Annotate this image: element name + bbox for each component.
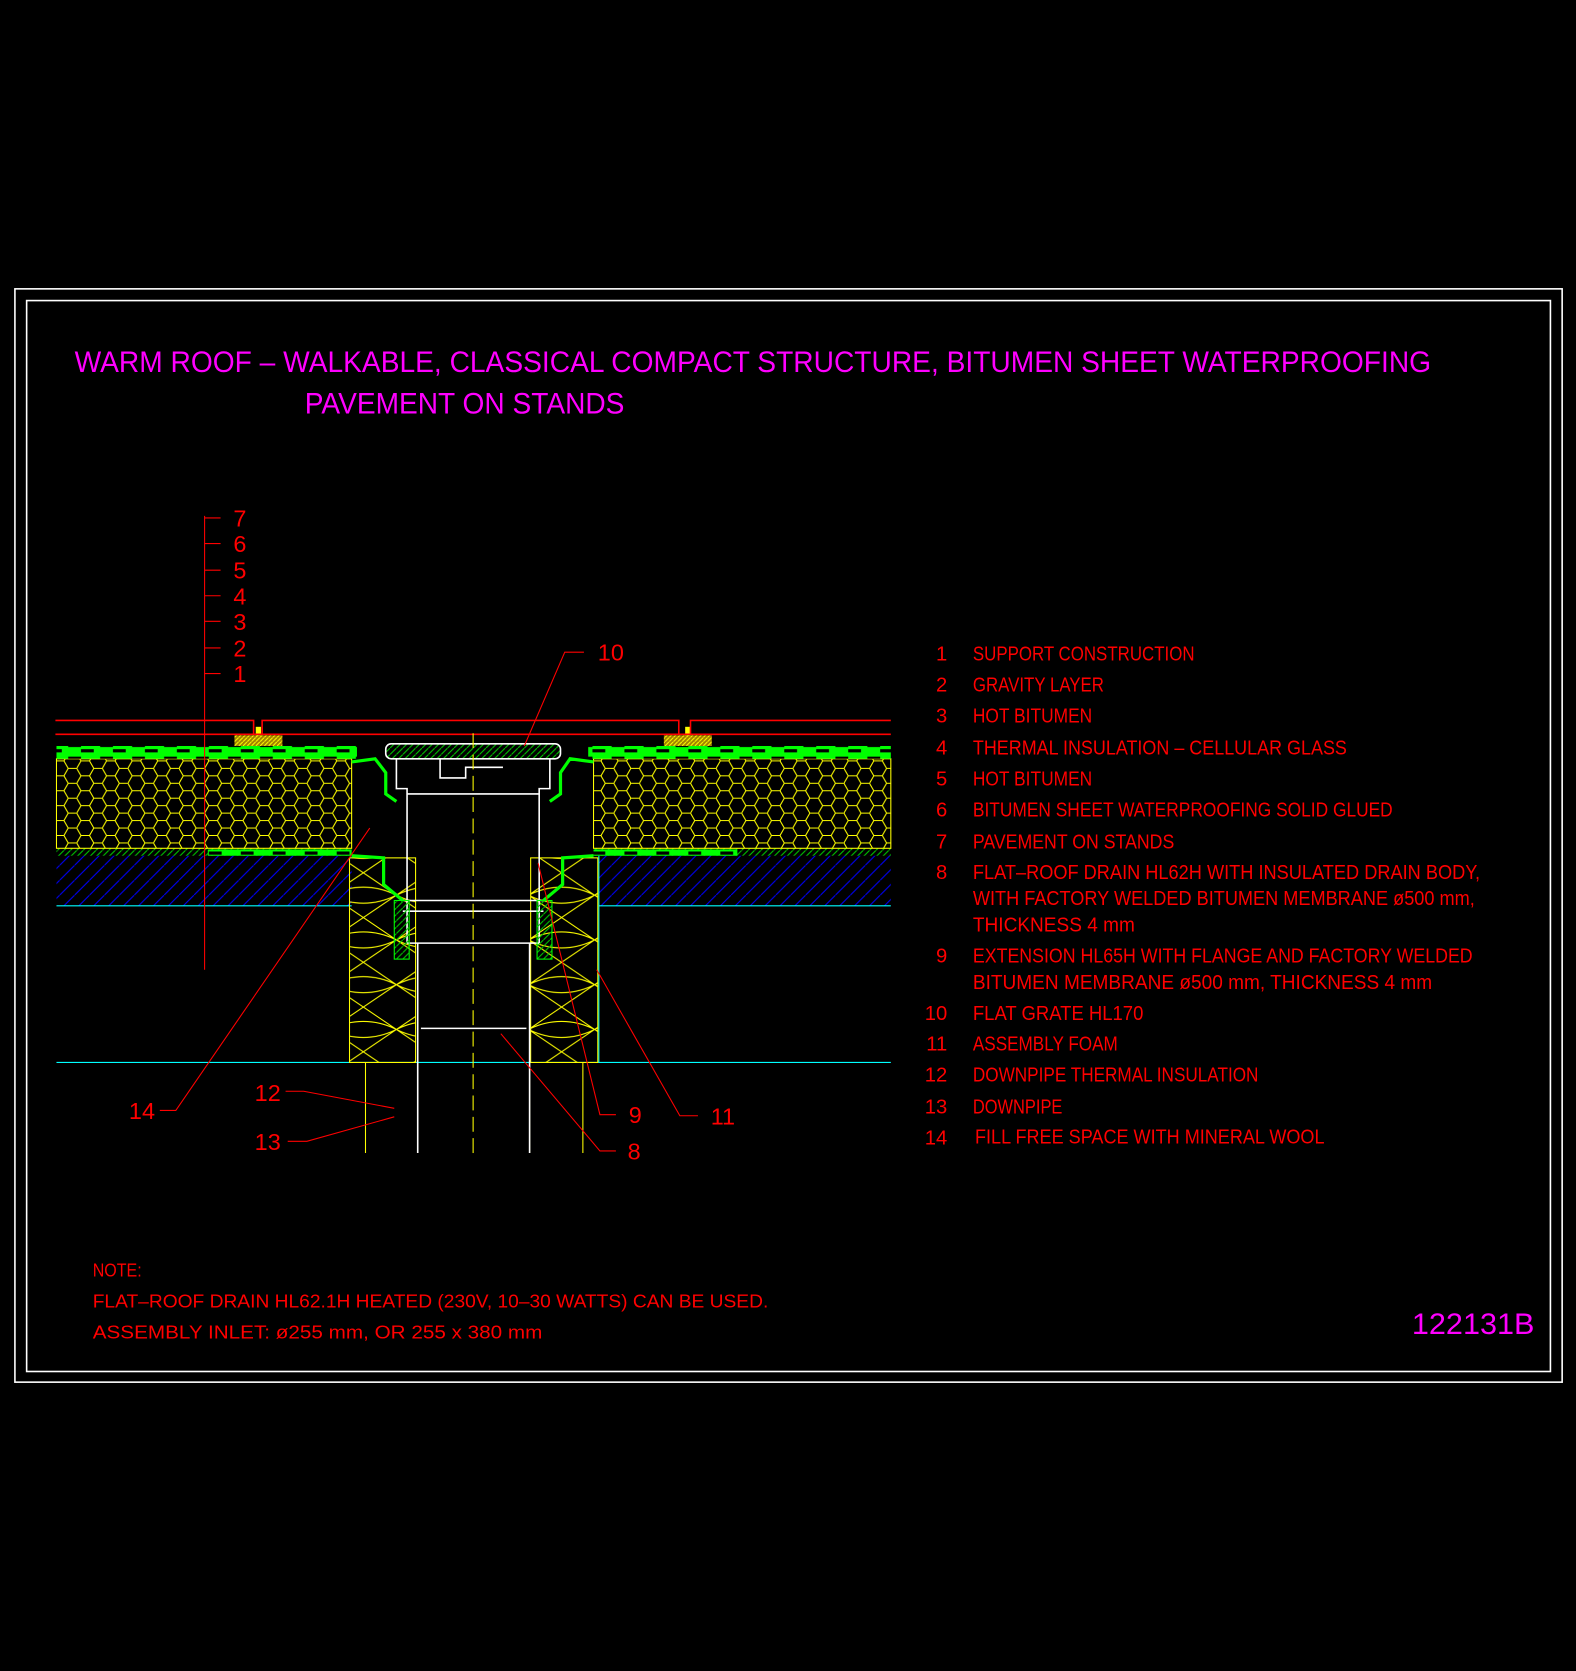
inner-frame	[25, 299, 1552, 1373]
legend-number: 6	[936, 799, 947, 821]
callout-8: 8	[628, 1138, 641, 1164]
legend-text: FLAT–ROOF DRAIN HL62H WITH INSULATED DRA…	[973, 862, 1480, 884]
outer-frame	[14, 288, 1563, 1383]
legend-text: BITUMEN SHEET WATERPROOFING SOLID GLUED	[973, 799, 1393, 821]
callout-12: 12	[255, 1080, 281, 1106]
legend-text: DOWNPIPE	[973, 1097, 1063, 1119]
title-line2: PAVEMENT ON STANDS	[305, 388, 625, 421]
legend-text: ASSEMBLY FOAM	[973, 1034, 1118, 1056]
legend-item: 7 PAVEMENT ON STANDS	[936, 831, 1174, 853]
legend-text: SUPPORT CONSTRUCTION	[973, 644, 1195, 666]
legend-item: 6 BITUMEN SHEET WATERPROOFING SOLID GLUED	[936, 799, 1393, 821]
legend-number: 8	[936, 862, 947, 884]
section-detail	[55, 719, 892, 1154]
legend-number: 1	[936, 644, 947, 666]
legend-item: 12 DOWNPIPE THERMAL INSULATION	[925, 1065, 1259, 1087]
legend-number: 9	[936, 945, 947, 967]
legend-number: 2	[936, 675, 947, 697]
callout-9: 9	[629, 1102, 642, 1128]
legend-text: FLAT GRATE HL170	[973, 1003, 1143, 1025]
part-callouts: 10 14 12 13 9 11 8	[129, 640, 735, 1165]
legend-number: 4	[936, 738, 947, 760]
legend-item: 11 ASSEMBLY FOAM	[926, 1034, 1118, 1056]
legend-text: BITUMEN MEMBRANE ø500 mm, THICKNESS 4 mm	[973, 972, 1432, 994]
legend-text: DOWNPIPE THERMAL INSULATION	[973, 1065, 1259, 1087]
legend-text: HOT BITUMEN	[973, 768, 1092, 790]
layer-callouts: 7 6 5 4 3 2 1	[204, 505, 246, 970]
legend-number: 13	[925, 1097, 948, 1119]
title-line1: WARM ROOF – WALKABLE, CLASSICAL COMPACT …	[75, 346, 1431, 379]
note-line2: ASSEMBLY INLET: ø255 mm, OR 255 x 380 mm	[93, 1322, 543, 1342]
legend-item: 3 HOT BITUMEN	[936, 706, 1092, 728]
legend-text: FILL FREE SPACE WITH MINERAL WOOL	[975, 1126, 1325, 1148]
legend-text: GRAVITY LAYER	[973, 675, 1104, 697]
legend-item: 14 FILL FREE SPACE WITH MINERAL WOOL	[925, 1126, 1325, 1149]
legend-text: THICKNESS 4 mm	[973, 914, 1135, 936]
legend-text: PAVEMENT ON STANDS	[973, 831, 1174, 853]
legend-text: HOT BITUMEN	[973, 706, 1092, 728]
legend-item: 2 GRAVITY LAYER	[936, 675, 1104, 697]
callout-4: 4	[233, 583, 246, 609]
legend-number: 7	[936, 831, 947, 853]
legend-text: EXTENSION HL65H WITH FLANGE AND FACTORY …	[973, 945, 1473, 967]
legend-item: 10 FLAT GRATE HL170	[925, 1003, 1144, 1025]
callout-13: 13	[255, 1129, 281, 1155]
note-heading: NOTE:	[93, 1261, 142, 1281]
legend-number: 5	[936, 768, 947, 790]
note: NOTE: FLAT–ROOF DRAIN HL62.1H HEATED (23…	[93, 1261, 769, 1343]
callout-5: 5	[233, 558, 246, 584]
legend-item: 1 SUPPORT CONSTRUCTION	[936, 644, 1194, 666]
callout-6: 6	[233, 531, 246, 557]
legend-number: 11	[926, 1034, 947, 1056]
legend-number: 14	[925, 1128, 948, 1150]
drawing-number: 122131B	[1412, 1308, 1535, 1341]
callout-2: 2	[233, 635, 246, 661]
callout-3: 3	[233, 609, 246, 635]
legend-item: 8 FLAT–ROOF DRAIN HL62H WITH INSULATED D…	[936, 862, 1480, 936]
legend-text: THERMAL INSULATION – CELLULAR GLASS	[973, 738, 1347, 760]
legend-item: 9 EXTENSION HL65H WITH FLANGE AND FACTOR…	[936, 945, 1473, 994]
legend-text: WITH FACTORY WELDED BITUMEN MEMBRANE ø50…	[973, 888, 1475, 910]
legend-item: 4 THERMAL INSULATION – CELLULAR GLASS	[936, 738, 1347, 760]
callout-1: 1	[233, 661, 246, 687]
callout-7: 7	[233, 505, 246, 531]
legend-number: 10	[925, 1003, 948, 1025]
legend-item: 13 DOWNPIPE	[925, 1097, 1063, 1119]
note-line1: FLAT–ROOF DRAIN HL62.1H HEATED (230V, 10…	[93, 1292, 769, 1312]
callout-11: 11	[711, 1103, 735, 1129]
legend-number: 3	[936, 706, 947, 728]
callout-14: 14	[129, 1098, 155, 1124]
legend-number: 12	[925, 1065, 948, 1087]
callout-10: 10	[598, 640, 624, 666]
legend-item: 5 HOT BITUMEN	[936, 768, 1092, 790]
